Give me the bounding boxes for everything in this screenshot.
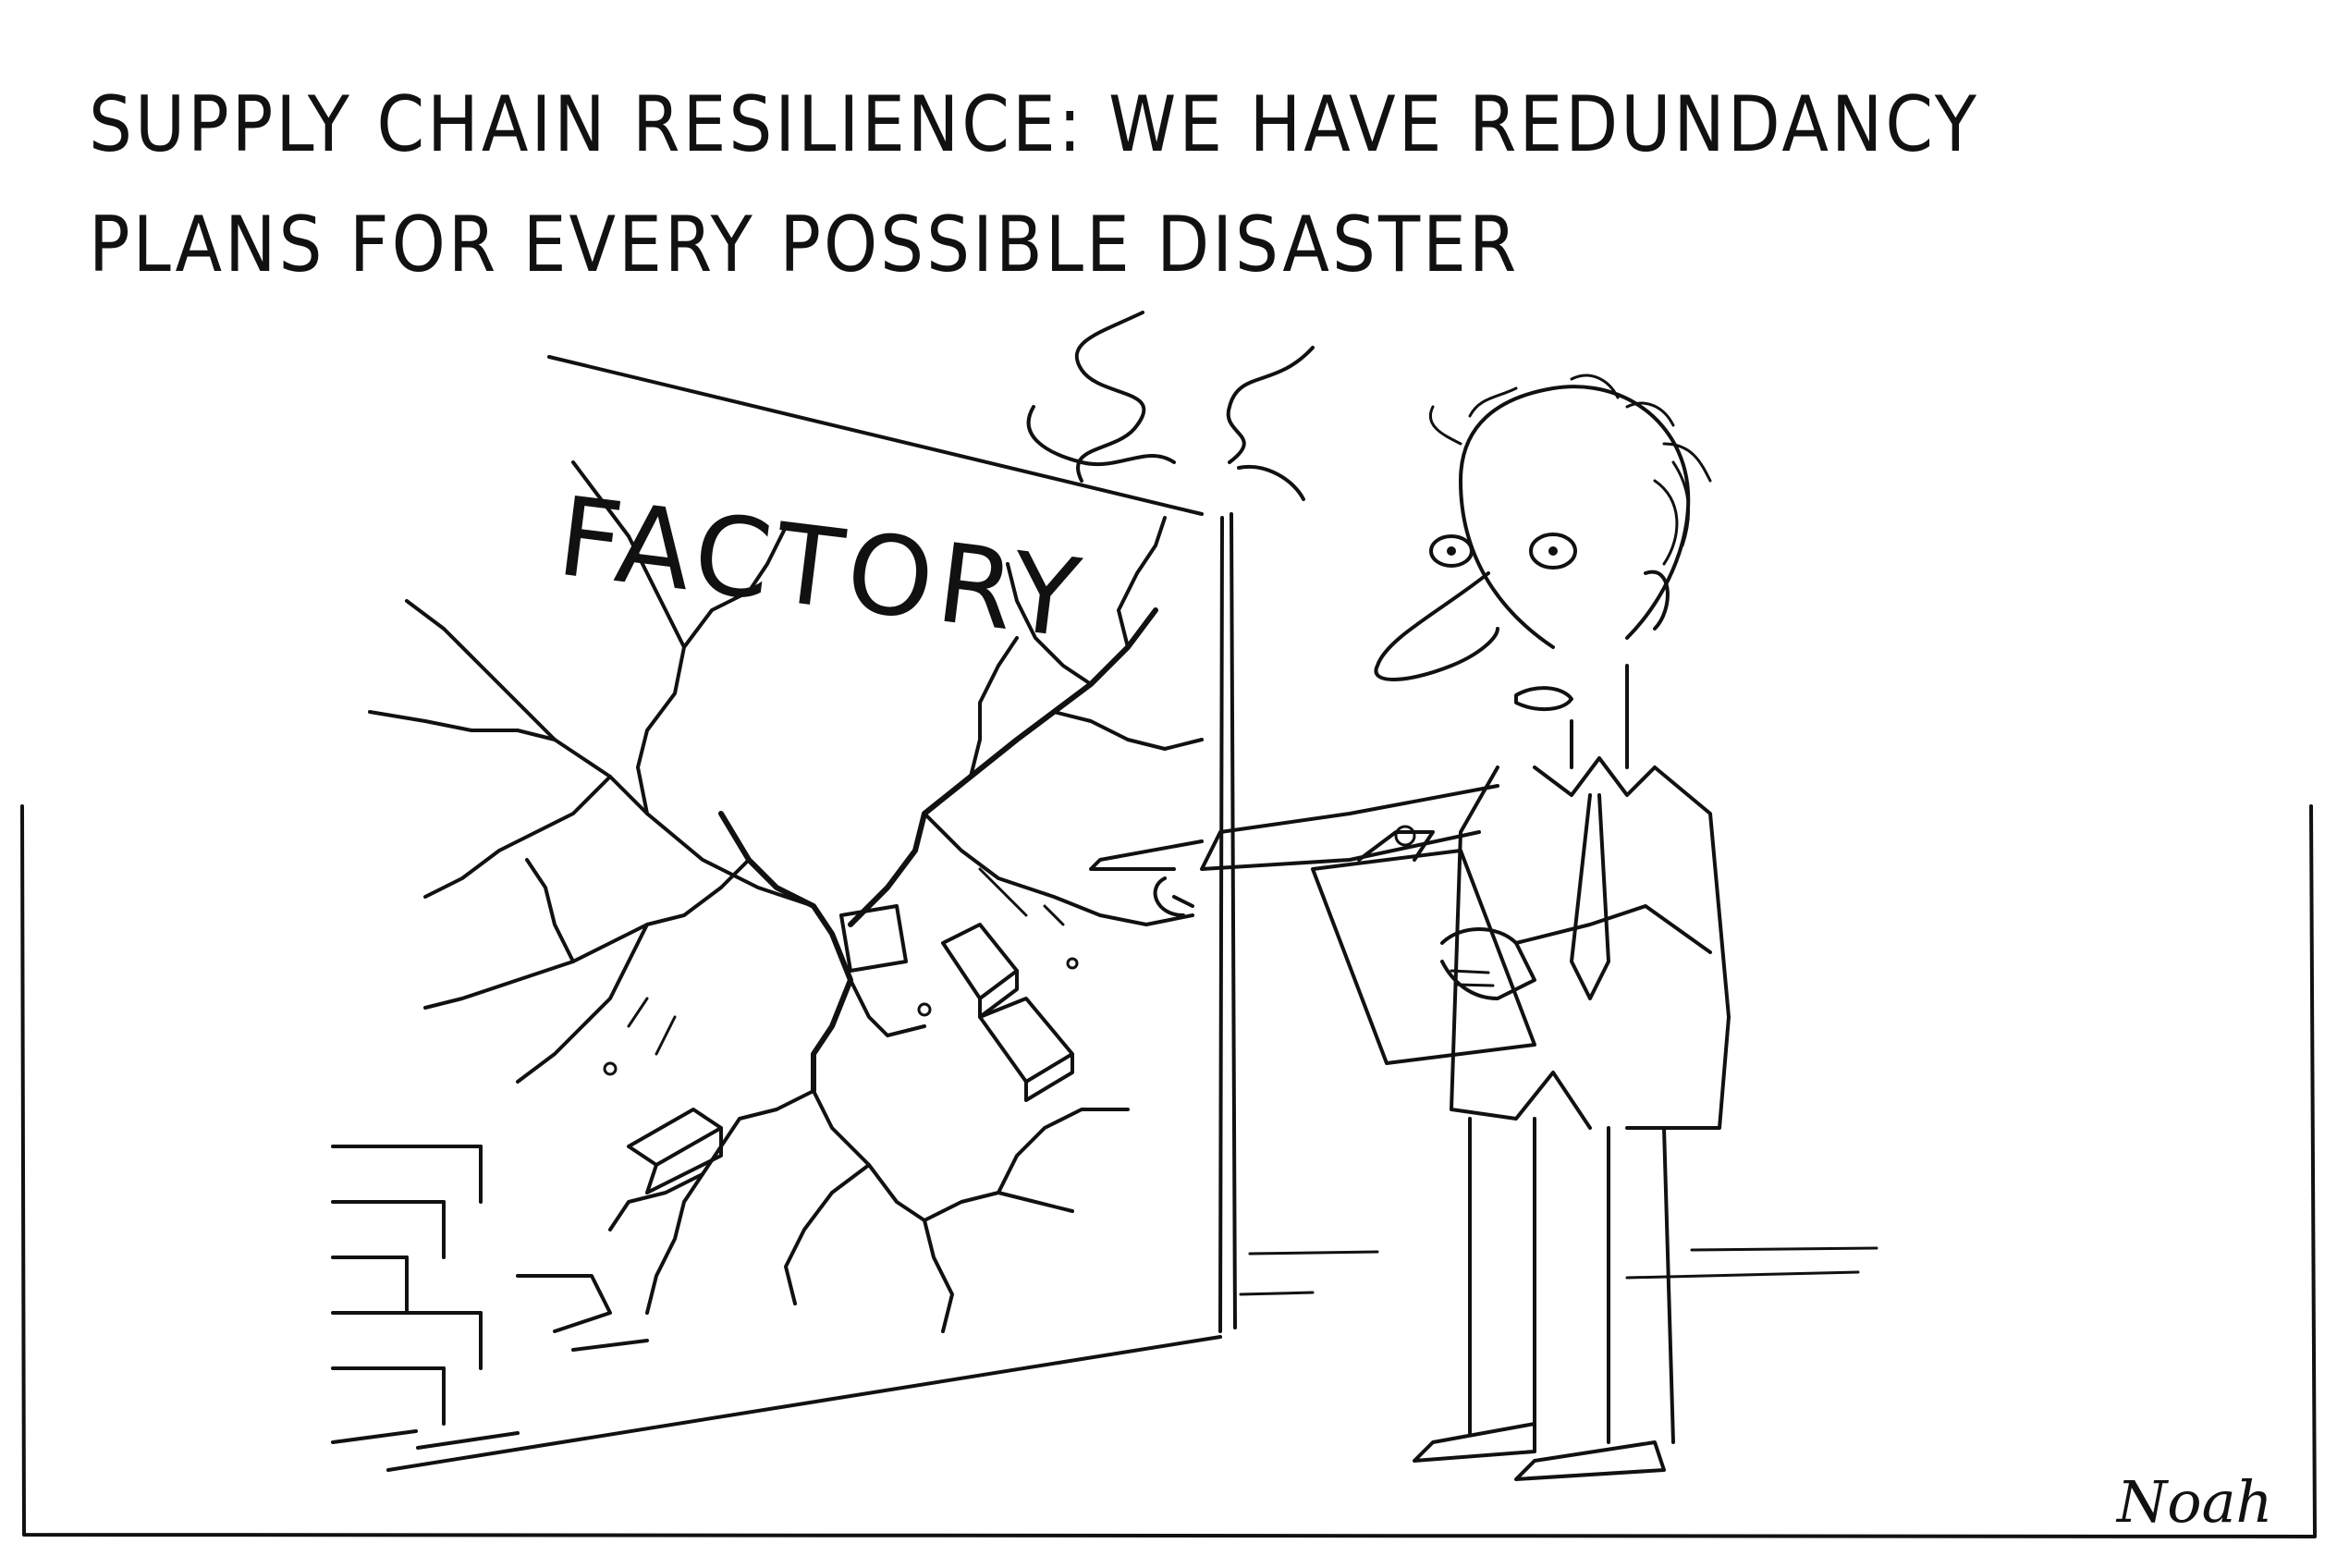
flying-bricks bbox=[603, 867, 1079, 1194]
wall-cracks bbox=[368, 460, 1204, 1333]
factory-building bbox=[331, 311, 1878, 1472]
caption-line-1: SUPPLY CHAIN RESILIENCE: WE HAVE REDUNDA… bbox=[89, 80, 1979, 170]
businessman-figure bbox=[1089, 374, 1731, 1481]
cartoon-caption: SUPPLY CHAIN RESILIENCE: WE HAVE REDUNDA… bbox=[89, 65, 2252, 305]
caption-line-2: PLANS FOR EVERY POSSIBLE DISASTER bbox=[89, 200, 1520, 290]
artist-signature: Noah bbox=[2115, 1468, 2272, 1536]
rubble-bricks bbox=[331, 1145, 649, 1426]
panel-frame bbox=[20, 804, 2317, 1538]
